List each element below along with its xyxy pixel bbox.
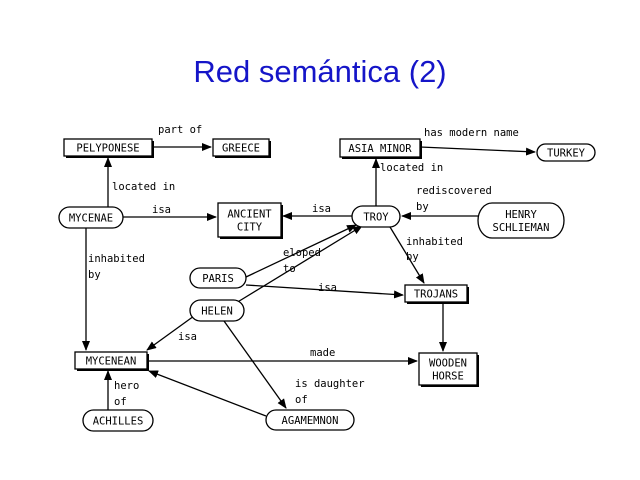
edge-label: isa (318, 282, 337, 294)
edge-label: located in (112, 181, 175, 193)
node-greece: GREECE (212, 138, 271, 158)
edge-label: of (114, 396, 127, 408)
edge-arrow (148, 370, 267, 417)
node-oval (351, 205, 401, 228)
node-paris: PARIS (189, 267, 247, 289)
node-mycenae: MYCENAE (58, 206, 124, 229)
edge-label: made (310, 347, 335, 359)
edge-label: isa (178, 331, 197, 343)
node-label: HORSE (432, 371, 464, 383)
edge-arrow (389, 226, 425, 284)
node-trojans: TROJANS (404, 284, 469, 304)
node-turkey: TURKEY (536, 143, 596, 162)
edge-mycenae-to-ancient-city: isa (123, 204, 217, 221)
node-oval (189, 267, 247, 289)
node-box (217, 202, 282, 238)
node-box (418, 352, 478, 386)
node-label: AGAMEMNON (282, 415, 339, 427)
node-box (404, 284, 468, 303)
node-label: PELYPONESE (76, 143, 139, 155)
edge-label: is daughter (295, 378, 365, 390)
node-label: PARIS (202, 273, 234, 285)
edge-helen-to-agamemnon: is daughter of (223, 320, 365, 409)
edge-label: by (88, 269, 101, 281)
edge-troy-to-asia-minor: located in (372, 158, 443, 206)
edge-asia-minor-to-turkey: has modern name (419, 127, 536, 156)
node-mycenean: MYCENEAN (74, 351, 149, 371)
node-oval (477, 202, 565, 239)
edge-achilles-to-mycenean: hero of (104, 370, 139, 410)
node-label: ASIA MINOR (348, 143, 412, 155)
edge-label: by (406, 251, 419, 263)
edge-label: has modern name (424, 127, 519, 139)
node-label: CITY (237, 222, 263, 234)
node-achilles: ACHILLES (82, 409, 154, 432)
edge-label: eloped (283, 247, 321, 259)
edge-label: inhabited (88, 253, 145, 265)
node-label: SCHLIEMAN (493, 222, 550, 234)
node-box (212, 138, 270, 157)
edge-mycenean-to-wooden-horse: made (147, 347, 418, 365)
node-label: HELEN (201, 306, 233, 318)
node-label: HENRY (505, 209, 537, 221)
edge-henry-schlieman-to-troy: rediscovered by (401, 185, 492, 220)
page-title: Red semántica (2) (193, 54, 447, 89)
edge-label: inhabited (406, 236, 463, 248)
edge-troy-to-trojans: inhabited by (389, 226, 463, 284)
edge-troy-to-ancient-city: isa (282, 203, 352, 220)
node-label: TURKEY (547, 148, 586, 160)
edge-arrow (223, 320, 287, 409)
edge-arrow (235, 225, 363, 304)
edge-pelyponese-to-greece: part of (152, 124, 212, 151)
node-box (74, 351, 148, 370)
node-oval (189, 299, 245, 322)
node-label: MYCENAE (69, 213, 113, 225)
node-helen: HELEN (189, 299, 245, 322)
node-label: MYCENEAN (86, 356, 137, 368)
edge-label: located in (380, 162, 443, 174)
edge-arrow (419, 146, 536, 156)
node-box (63, 138, 153, 157)
edge-label: part of (158, 124, 202, 136)
node-agamemnon: AGAMEMNON (265, 409, 355, 431)
node-label: ACHILLES (93, 416, 144, 428)
edge-label: rediscovered (416, 185, 492, 197)
node-label: TROJANS (414, 289, 458, 301)
node-oval (58, 206, 124, 229)
edge-label: hero (114, 380, 139, 392)
node-label: GREECE (222, 143, 260, 155)
node-label: TROY (363, 212, 389, 224)
node-label: ANCIENT (227, 209, 272, 221)
edge-agamemnon-to-mycenean (148, 370, 267, 417)
node-pelyponese: PELYPONESE (63, 138, 154, 158)
edge-arrow (245, 284, 404, 299)
edge-helen-to-troy (235, 225, 363, 304)
edge-label: by (416, 201, 429, 213)
edge-label: isa (312, 203, 331, 215)
edge-arrow (245, 224, 357, 278)
node-oval (265, 409, 355, 431)
node-oval (536, 143, 596, 162)
node-label: WOODEN (429, 358, 467, 370)
edge-label: of (295, 394, 308, 406)
node-box (339, 138, 421, 158)
edge-label: isa (152, 204, 171, 216)
node-troy: TROY (351, 205, 401, 228)
edge-paris-to-trojans: isa (245, 282, 404, 299)
edge-mycenae-to-pelyponese: located in (104, 157, 175, 207)
edge-arrow (146, 315, 195, 351)
node-asia-minor: ASIA MINOR (339, 138, 422, 159)
edge-mycenae-to-mycenean: inhabited by (82, 228, 145, 351)
edge-helen-to-mycenean: isa (146, 315, 197, 351)
node-oval (82, 409, 154, 432)
